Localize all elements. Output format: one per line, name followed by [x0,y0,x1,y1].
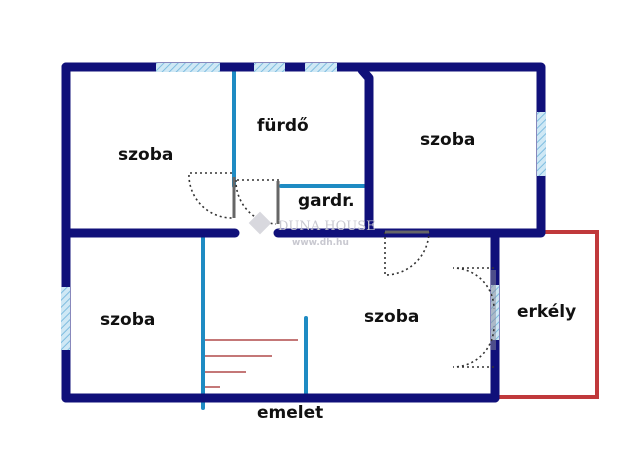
partition-walls [201,68,366,410]
room-label-top-right: szoba [420,130,475,150]
watermark-url: www.dh.hu [292,238,349,248]
label-upstairs: emelet [257,403,323,423]
room-label-bottom-left: szoba [100,310,155,330]
room-label-bathroom: fürdő [257,116,309,136]
stairs [205,339,298,388]
watermark-brand: DUNA HOUSE [278,219,376,234]
door-leaves [232,177,429,234]
room-label-bottom-center: szoba [364,307,419,327]
windows [61,63,546,350]
room-label-wardrobe: gardr. [298,191,355,211]
balcony-outline [498,230,599,399]
watermark: DUNA HOUSE www.dh.hu [248,211,376,248]
room-label-balcony: erkély [517,302,576,322]
doors [188,172,495,368]
room-label-top-left: szoba [118,145,173,165]
